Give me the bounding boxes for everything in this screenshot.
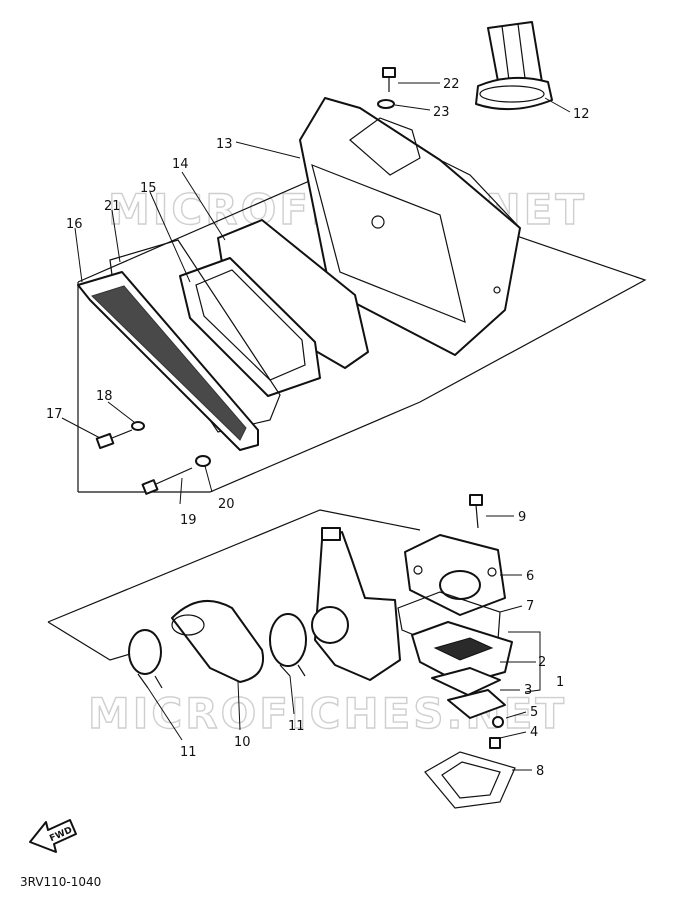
callout-12: 12 [573, 107, 590, 122]
callout-10: 10 [234, 735, 251, 750]
callout-4: 4 [530, 725, 538, 740]
upper-assembly-boundary [77, 171, 647, 493]
part-22-bolt [382, 67, 396, 92]
callout-16: 16 [66, 217, 83, 232]
callout-20: 20 [218, 497, 235, 512]
part-18-washer [131, 421, 145, 431]
callout-2: 2 [538, 655, 546, 670]
fwd-arrow-icon: FWD [29, 819, 77, 853]
callout-15: 15 [140, 181, 157, 196]
callout-8: 8 [536, 764, 544, 779]
part-17-bolt [95, 429, 133, 450]
callout-11-right: 11 [288, 719, 305, 734]
callout-9: 9 [518, 510, 526, 525]
callout-labels: 22 23 12 13 14 15 21 16 18 17 19 20 9 6 … [46, 77, 590, 779]
part-6-manifold [404, 534, 506, 616]
part-11-clamp-right [269, 613, 307, 677]
callout-6: 6 [526, 569, 534, 584]
callout-7: 7 [526, 599, 534, 614]
callout-13: 13 [216, 137, 233, 152]
part-10-intake-joint [171, 600, 264, 683]
part-23-washer [377, 99, 395, 109]
part-8-gasket [424, 751, 516, 809]
part-5-screw [492, 716, 504, 728]
callout-17: 17 [46, 407, 63, 422]
part-1-reed-valve-assembly [411, 621, 513, 685]
callout-1: 1 [556, 675, 564, 690]
leader-lines [61, 82, 571, 771]
callout-3: 3 [524, 683, 532, 698]
callout-19: 19 [180, 513, 197, 528]
part-19-long-bolt [141, 467, 193, 495]
part-3-stopper [447, 689, 506, 719]
callout-5: 5 [530, 705, 538, 720]
part-16-filter-element [77, 271, 259, 451]
callout-14: 14 [172, 157, 189, 172]
part-2-reed [431, 667, 501, 696]
part-11-clamp-left [128, 629, 163, 689]
part-12-intake-duct [475, 21, 553, 111]
callout-23: 23 [433, 105, 450, 120]
part-15-element-frame [179, 257, 321, 397]
part-9-bolt [469, 494, 483, 529]
drawing-code: 3RV110-1040 [20, 875, 101, 889]
callout-18: 18 [96, 389, 113, 404]
part-13-air-cleaner-case [299, 97, 521, 356]
callout-11-left: 11 [180, 745, 197, 760]
carburetor-body [311, 527, 401, 681]
part-20-washer [195, 455, 211, 467]
callout-22: 22 [443, 77, 460, 92]
callout-21: 21 [104, 199, 121, 214]
part-4-bolt [489, 737, 501, 749]
